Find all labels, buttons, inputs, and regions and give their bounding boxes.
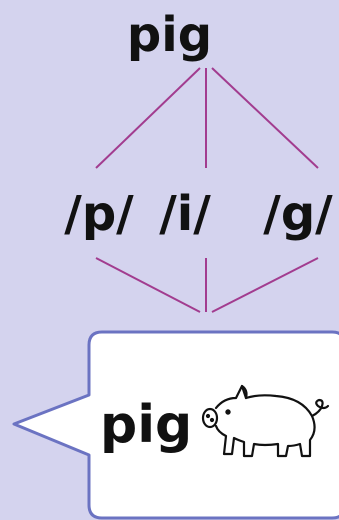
- connector-g-to-bubble: [211, 257, 319, 313]
- phoneme-p: /p/: [64, 186, 134, 242]
- phoneme-g: /g/: [263, 186, 333, 242]
- word-title: pig: [126, 7, 213, 63]
- connector-p-to-bubble: [95, 257, 201, 313]
- pig-icon: [201, 384, 330, 458]
- phoneme-i: /i/: [159, 186, 211, 242]
- bubble-word: pig: [100, 395, 193, 455]
- connector-word-to-g: [211, 67, 319, 169]
- connector-word-to-p: [95, 67, 201, 169]
